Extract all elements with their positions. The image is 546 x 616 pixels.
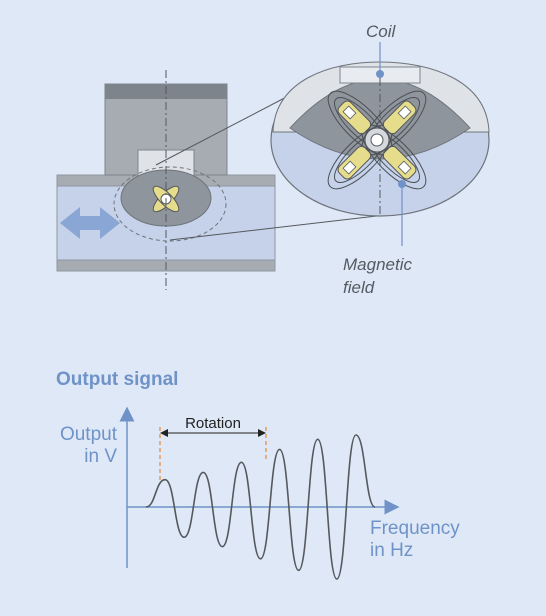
coil-marker: [376, 70, 384, 78]
x-axis-label-line1: Frequency: [370, 518, 460, 539]
y-axis-label-line2: in V: [84, 446, 117, 467]
turbine-rotor-icon: [327, 90, 427, 190]
rotation-label: Rotation: [185, 415, 241, 432]
double-headed-arrow-icon: [60, 207, 120, 239]
magnified-view: [270, 61, 490, 217]
rotation-arrow-left-head: [160, 429, 168, 437]
output-signal-chart: Output signal Output in V Frequency in H…: [56, 369, 460, 580]
magnetic-label-line1: Magnetic: [343, 255, 412, 274]
zoom-region: [113, 166, 227, 242]
chart-title: Output signal: [56, 369, 178, 390]
x-axis-label-line2: in Hz: [370, 540, 413, 561]
rotation-arrow-right-head: [258, 429, 266, 437]
zoom-line-top: [155, 91, 297, 166]
flow-meter-illustration: Coil Magnetic field: [56, 22, 490, 297]
coil-label: Coil: [366, 22, 397, 41]
magnetic-marker: [398, 180, 406, 188]
magnetic-label-line2: field: [343, 278, 375, 297]
signal-wave: [145, 434, 376, 580]
zoom-line-bottom: [169, 212, 403, 241]
y-axis-label-line1: Output: [60, 424, 118, 445]
